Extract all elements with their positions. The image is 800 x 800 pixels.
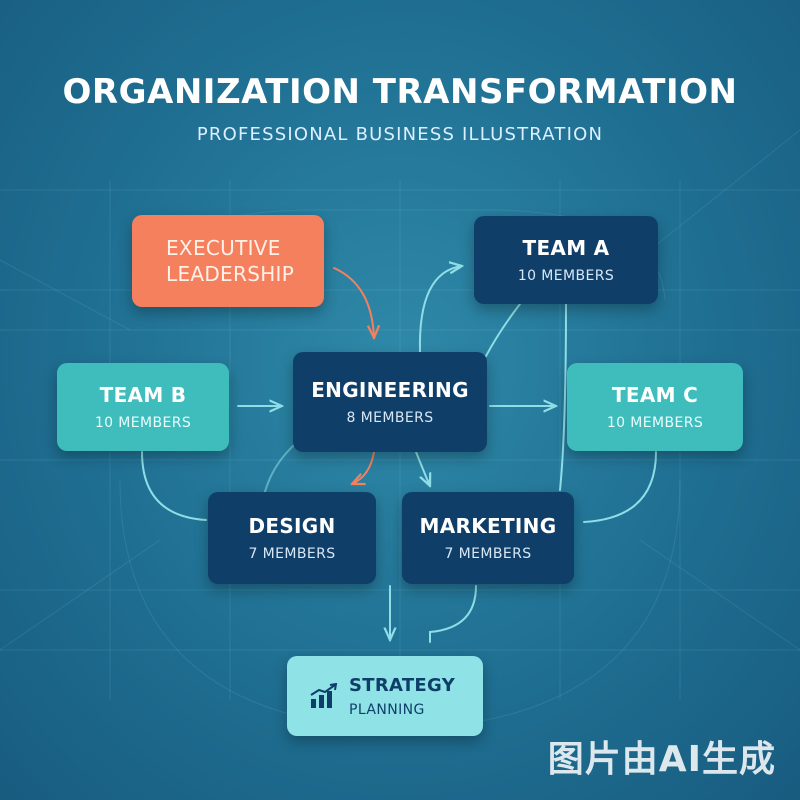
node-team-b-members: 10 MEMBERS bbox=[94, 415, 192, 431]
node-team-c-members: 10 MEMBERS bbox=[606, 415, 704, 431]
node-team-a[interactable]: TEAM A 10 MEMBERS bbox=[474, 216, 658, 304]
growth-chart-icon bbox=[310, 683, 338, 708]
node-strategy-planning[interactable]: STRATEGY PLANNING bbox=[287, 656, 483, 736]
node-design[interactable]: DESIGN 7 MEMBERS bbox=[208, 492, 376, 584]
node-executive-line2: LEADERSHIP bbox=[166, 262, 295, 286]
node-engineering[interactable]: ENGINEERING 8 MEMBERS bbox=[293, 352, 487, 452]
connector-team-b-design bbox=[141, 451, 207, 521]
connector-marketing-strategy bbox=[429, 585, 477, 643]
connector-team-c-marketing bbox=[583, 451, 657, 523]
node-engineering-members: 8 MEMBERS bbox=[346, 410, 434, 426]
page-subtitle: PROFESSIONAL BUSINESS ILLUSTRATION bbox=[196, 124, 604, 145]
node-team-c-name: TEAM C bbox=[611, 383, 699, 407]
connector-team-a-engineering bbox=[485, 303, 521, 357]
node-executive-leadership[interactable]: EXECUTIVE LEADERSHIP bbox=[132, 215, 324, 307]
node-strategy-line1: STRATEGY bbox=[349, 674, 456, 696]
ai-generated-watermark: 图片由AI生成 bbox=[547, 739, 776, 780]
node-team-c[interactable]: TEAM C 10 MEMBERS bbox=[567, 363, 743, 451]
node-strategy-line2: PLANNING bbox=[349, 701, 425, 718]
connector-executive-engineering bbox=[333, 267, 374, 338]
node-team-b[interactable]: TEAM B 10 MEMBERS bbox=[57, 363, 229, 451]
node-team-a-members: 10 MEMBERS bbox=[517, 268, 615, 284]
node-team-a-name: TEAM A bbox=[522, 236, 610, 260]
node-executive-line1: EXECUTIVE bbox=[166, 236, 281, 260]
node-marketing[interactable]: MARKETING 7 MEMBERS bbox=[402, 492, 574, 584]
node-design-members: 7 MEMBERS bbox=[248, 546, 336, 562]
connector-engineering-marketing bbox=[415, 451, 430, 486]
node-marketing-name: MARKETING bbox=[419, 514, 557, 538]
connector-team-a-marketing bbox=[559, 303, 567, 491]
page-title: ORGANIZATION TRANSFORMATION bbox=[62, 72, 738, 112]
node-design-name: DESIGN bbox=[248, 514, 336, 538]
connector-engineering-team-a bbox=[418, 266, 462, 353]
node-marketing-members: 7 MEMBERS bbox=[444, 546, 532, 562]
node-team-b-name: TEAM B bbox=[99, 383, 187, 407]
connector-engineering-design bbox=[352, 451, 375, 484]
node-engineering-name: ENGINEERING bbox=[311, 378, 469, 402]
